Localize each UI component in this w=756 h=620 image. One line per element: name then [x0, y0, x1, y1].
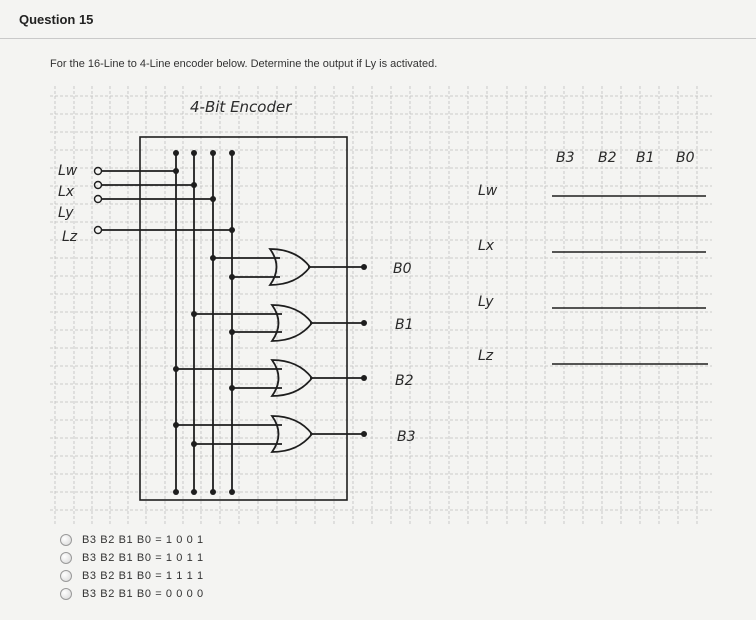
- radio-button[interactable]: [60, 534, 72, 546]
- table-row-label-lz: Lz: [478, 348, 494, 364]
- output-label-b2: B2: [395, 373, 414, 389]
- output-terminal-b3: [361, 431, 367, 437]
- encoder-heading: 4-Bit Encoder: [190, 98, 292, 116]
- question-prompt: For the 16-Line to 4-Line encoder below.…: [50, 58, 438, 70]
- input-terminal-lw: [93, 166, 103, 176]
- encoder-wiring: [101, 153, 362, 492]
- table-row-label-lx: Lx: [478, 238, 495, 254]
- encoder-figure: 4-Bit Encoder Lw Lx Ly Lz: [50, 86, 712, 525]
- input-label-lx: Lx: [58, 184, 75, 200]
- radio-button[interactable]: [60, 570, 72, 582]
- table-row-label-lw: Lw: [478, 183, 498, 199]
- answer-option-label: B3 B2 B1 B0 = 1 0 0 1: [82, 534, 204, 546]
- radio-button[interactable]: [60, 552, 72, 564]
- input-label-lz: Lz: [62, 229, 78, 245]
- answer-option-1[interactable]: B3 B2 B1 B0 = 1 0 0 1: [60, 531, 204, 549]
- table-row-label-ly: Ly: [478, 294, 494, 310]
- table-header-b2: B2: [598, 150, 617, 166]
- table-header-b1: B1: [636, 150, 655, 166]
- encoder-box: [139, 136, 348, 501]
- input-terminal-ly: [93, 194, 103, 204]
- output-terminal-b1: [361, 320, 367, 326]
- or-gate-b0: [268, 248, 312, 286]
- radio-button[interactable]: [60, 588, 72, 600]
- answer-option-2[interactable]: B3 B2 B1 B0 = 1 0 1 1: [60, 549, 204, 567]
- junction-dots: [173, 150, 235, 495]
- answer-option-label: B3 B2 B1 B0 = 0 0 0 0: [82, 588, 204, 600]
- table-header-b0: B0: [676, 150, 695, 166]
- question-header: Question 15: [0, 0, 756, 39]
- output-label-b0: B0: [393, 261, 412, 277]
- input-label-ly: Ly: [58, 205, 74, 221]
- grid-paper: [50, 86, 712, 525]
- question-title: Question 15: [19, 12, 94, 27]
- input-terminal-lz: [93, 225, 103, 235]
- or-gate-b1: [270, 304, 314, 342]
- table-header-b3: B3: [556, 150, 575, 166]
- answer-option-label: B3 B2 B1 B0 = 1 1 1 1: [82, 570, 204, 582]
- output-terminal-b0: [361, 264, 367, 270]
- input-terminal-lx: [93, 180, 103, 190]
- or-gate-b3: [270, 415, 314, 453]
- answer-option-3[interactable]: B3 B2 B1 B0 = 1 1 1 1: [60, 567, 204, 585]
- answer-option-4[interactable]: B3 B2 B1 B0 = 0 0 0 0: [60, 585, 204, 603]
- answer-options: B3 B2 B1 B0 = 1 0 0 1 B3 B2 B1 B0 = 1 0 …: [60, 531, 204, 603]
- output-label-b3: B3: [397, 429, 416, 445]
- output-terminal-b2: [361, 375, 367, 381]
- input-label-lw: Lw: [58, 163, 78, 179]
- answer-option-label: B3 B2 B1 B0 = 1 0 1 1: [82, 552, 204, 564]
- output-label-b1: B1: [395, 317, 414, 333]
- or-gate-b2: [270, 359, 314, 397]
